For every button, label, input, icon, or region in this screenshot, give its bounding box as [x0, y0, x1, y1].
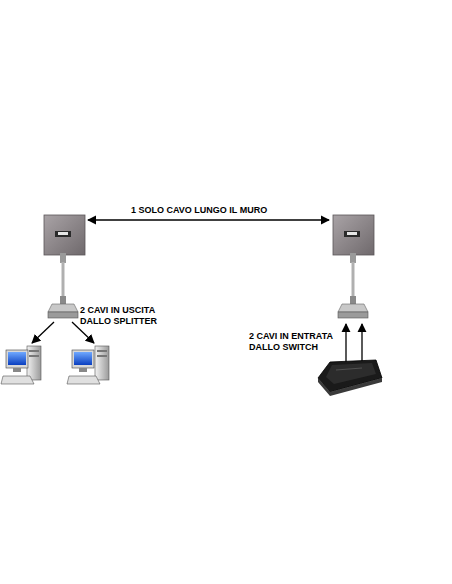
splitter-note: 2 CAVI IN USCITA DALLO SPLITTER [80, 305, 180, 327]
wall-socket [44, 215, 85, 255]
wall-socket [333, 215, 374, 255]
input-cable [345, 324, 346, 366]
switch-note: 2 CAVI IN ENTRATA DALLO SWITCH [249, 331, 353, 353]
output-cable [32, 322, 54, 343]
wall-cable [88, 219, 329, 220]
computer [1, 346, 41, 384]
computer [67, 346, 109, 384]
cable-note: 1 SOLO CAVO LUNGO IL MURO [131, 205, 301, 216]
splitter [48, 253, 78, 318]
splitter [338, 253, 368, 318]
network-switch [318, 360, 382, 396]
input-cable [361, 324, 362, 362]
